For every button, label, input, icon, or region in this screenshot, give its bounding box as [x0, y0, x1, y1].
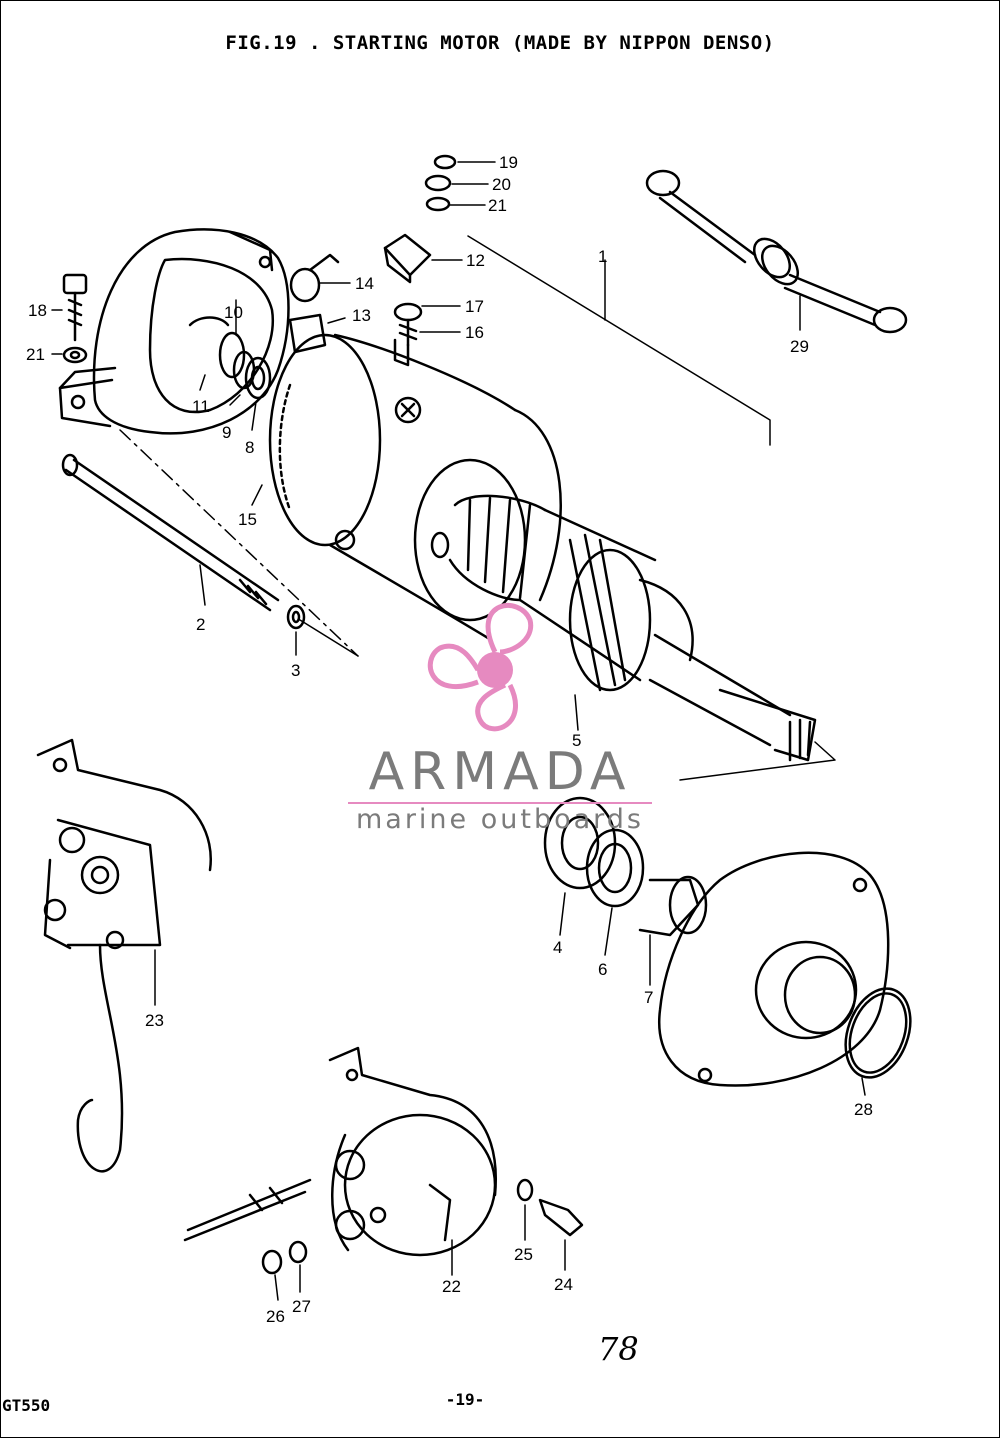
callout-26: 26: [266, 1307, 285, 1326]
callout-15: 15: [238, 510, 257, 529]
callout-11: 11: [192, 397, 210, 416]
callout-bracket-1: [467, 235, 771, 446]
model-code: GT550: [2, 1396, 51, 1415]
bearing-parts: [543, 796, 708, 937]
callout-23: 23: [145, 1011, 164, 1030]
callout-8: 8: [245, 438, 254, 457]
small-fasteners: [261, 1178, 584, 1275]
armada-propeller-logo: [427, 603, 534, 732]
callout-1: 1: [598, 247, 607, 266]
callout-9: 9: [222, 423, 231, 442]
brush-parts: [288, 233, 432, 354]
callout-14: 14: [355, 274, 374, 293]
through-bolt-2: [61, 429, 359, 657]
cable-29: [645, 169, 908, 334]
callout-25: 25: [514, 1245, 533, 1264]
callout-21-left: 21: [26, 345, 45, 364]
callout-22: 22: [442, 1277, 461, 1296]
callout-12: 12: [466, 251, 485, 270]
motor-yoke-15: [268, 302, 562, 640]
brand-name: ARMADA: [368, 742, 632, 802]
callout-numbers: 1 2 3 4 5 6 7 8 9 10 11 12 13 14 15 16 1…: [26, 153, 873, 1326]
callout-28: 28: [854, 1100, 873, 1119]
callout-18: 18: [28, 301, 47, 320]
armature-5: [448, 494, 817, 762]
callout-20: 20: [492, 175, 511, 194]
callout-17: 17: [465, 297, 484, 316]
page-number: -19-: [445, 1390, 485, 1409]
callout-16: 16: [465, 323, 484, 342]
armada-watermark: ARMADA marine outboards: [340, 742, 660, 836]
figure-title: FIG.19 . STARTING MOTOR (MADE BY NIPPON …: [225, 32, 775, 54]
brand-subtitle: marine outboards: [355, 804, 644, 835]
end-cover: [58, 228, 290, 435]
callout-24: 24: [554, 1275, 573, 1294]
callout-3: 3: [291, 661, 300, 680]
drive-end-frame: [658, 851, 890, 1087]
callout-7: 7: [644, 988, 653, 1007]
callout-10: 10: [224, 303, 243, 322]
washers-8-11: [218, 331, 272, 400]
brand-underline: [348, 802, 652, 804]
starter-relay-22: [183, 1046, 497, 1257]
handwritten-note: 78: [598, 1330, 639, 1368]
callout-21-upper: 21: [488, 196, 507, 215]
leader-lines: [51, 161, 866, 1301]
magnetic-switch-23: [36, 738, 212, 1173]
callout-2: 2: [196, 615, 205, 634]
callout-29: 29: [790, 337, 809, 356]
callout-6: 6: [598, 960, 607, 979]
bolt-18: [62, 273, 88, 364]
o-ring-28: [844, 987, 912, 1079]
callout-5: 5: [572, 731, 581, 750]
springs-19-21: [424, 154, 457, 212]
callout-27: 27: [292, 1297, 311, 1316]
callout-19: 19: [499, 153, 518, 172]
callout-4: 4: [553, 938, 562, 957]
callout-13: 13: [352, 306, 371, 325]
